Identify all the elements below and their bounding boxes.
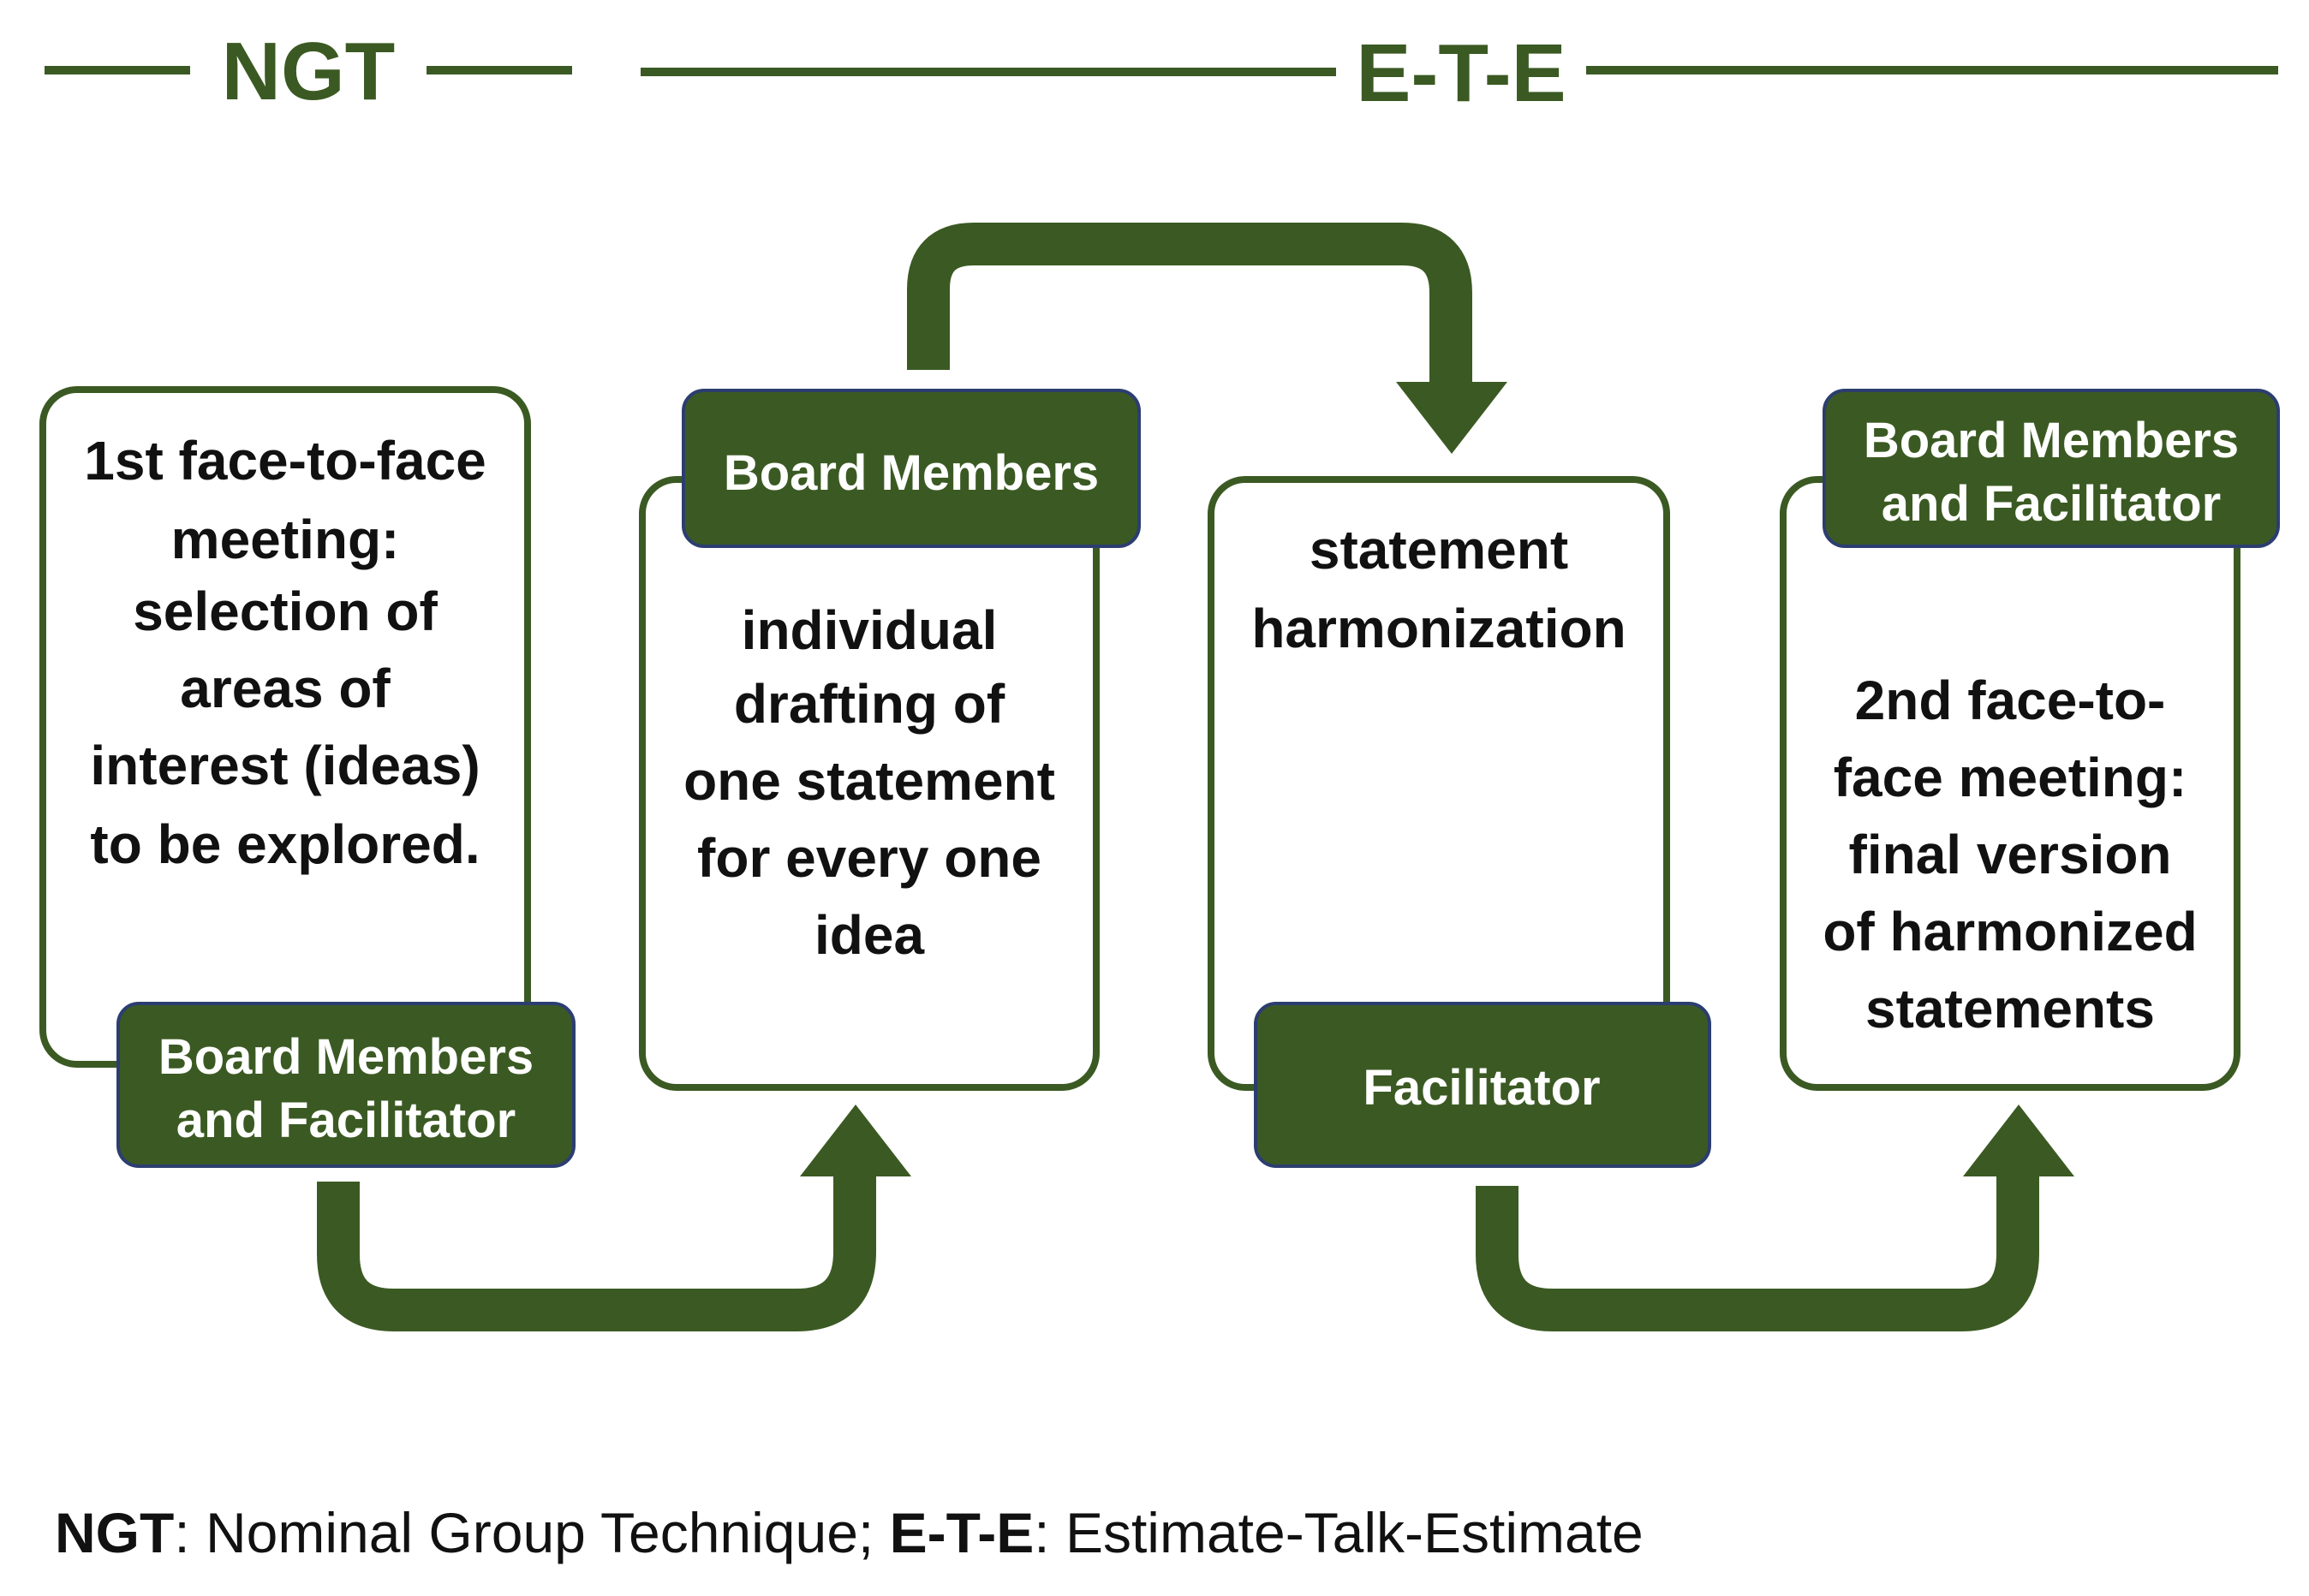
step-2-actor: Board Members	[724, 445, 1099, 501]
step-3-description: statement harmonization	[1251, 519, 1626, 659]
step-4-actor-line-2: and Facilitator	[1882, 476, 2221, 532]
step-1-actor-tab	[116, 1002, 576, 1168]
step-4-line-3: final version	[1849, 824, 2172, 885]
step-4-description: 2nd face-to- face meeting: final version…	[1823, 670, 2197, 1039]
step-2-actor-line-1: Board Members	[724, 445, 1099, 501]
step-3-line-1: statement	[1310, 519, 1568, 581]
arrowhead-step2	[800, 1105, 911, 1176]
step-3-actor-tab	[1254, 1002, 1711, 1168]
step-1-line-5: interest (ideas)	[90, 735, 480, 796]
step-1-line-2: meeting:	[171, 509, 400, 570]
step-2-line-4: for every one	[697, 827, 1041, 889]
step-3-actor-line-1: Facilitator	[1363, 1060, 1600, 1116]
arrowhead-step3	[1396, 382, 1507, 454]
step-4-line-2: face meeting:	[1834, 747, 2187, 808]
arrow-step1-to-step2	[317, 1169, 876, 1331]
phase-header: NGT E-T-E	[45, 26, 2278, 119]
legend-ete-abbr: E-T-E	[889, 1501, 1035, 1564]
step-3-line-2: harmonization	[1251, 598, 1626, 659]
step-4-actor-line-1: Board Members	[1864, 413, 2239, 468]
arrow-step2-to-step3	[907, 223, 1472, 385]
step-4-actor-tab	[1823, 389, 2280, 548]
step-4-line-5: statements	[1865, 978, 2155, 1039]
ete-phase-label: E-T-E	[1356, 27, 1566, 119]
step-2-line-3: one statement	[683, 750, 1055, 812]
step-2-actor-tab	[682, 389, 1141, 548]
step-4-line-4: of harmonized	[1823, 901, 2197, 962]
step-4-actor: Board Members and Facilitator	[1864, 413, 2239, 532]
ngt-phase-label: NGT	[222, 26, 396, 117]
flow-arrows	[317, 223, 2039, 1331]
actor-tabs	[116, 389, 2280, 1168]
step-1-line-1: 1st face-to-face	[84, 430, 486, 491]
step-1-actor: Board Members and Facilitator	[158, 1029, 534, 1148]
step-3-actor: Facilitator	[1363, 1060, 1600, 1116]
step-2-line-2: drafting of	[734, 673, 1005, 735]
step-1-actor-line-1: Board Members	[158, 1029, 534, 1085]
legend-ngt-text: : Nominal Group Technique;	[174, 1501, 890, 1564]
step-1-actor-line-2: and Facilitator	[176, 1093, 516, 1148]
arrow-heads	[800, 382, 2074, 1176]
step-1-line-6: to be explored.	[90, 813, 480, 875]
arrowhead-step4	[1963, 1105, 2074, 1176]
step-1-description: 1st face-to-face meeting: selection of a…	[84, 430, 486, 875]
abbreviation-legend: NGT: Nominal Group Technique; E-T-E: Est…	[55, 1500, 1644, 1565]
legend-ete-text: : Estimate-Talk-Estimate	[1034, 1501, 1644, 1564]
step-1-line-3: selection of	[133, 581, 438, 642]
step-2-line-1: individual	[742, 599, 998, 661]
step-2-line-5: idea	[814, 904, 924, 966]
step-4-line-1: 2nd face-to-	[1855, 670, 2166, 731]
arrow-step3-to-step4	[1476, 1169, 2039, 1331]
step-2-description: individual drafting of one statement for…	[683, 599, 1055, 966]
step-1-line-4: areas of	[180, 658, 391, 719]
legend-ngt-abbr: NGT	[55, 1501, 175, 1564]
